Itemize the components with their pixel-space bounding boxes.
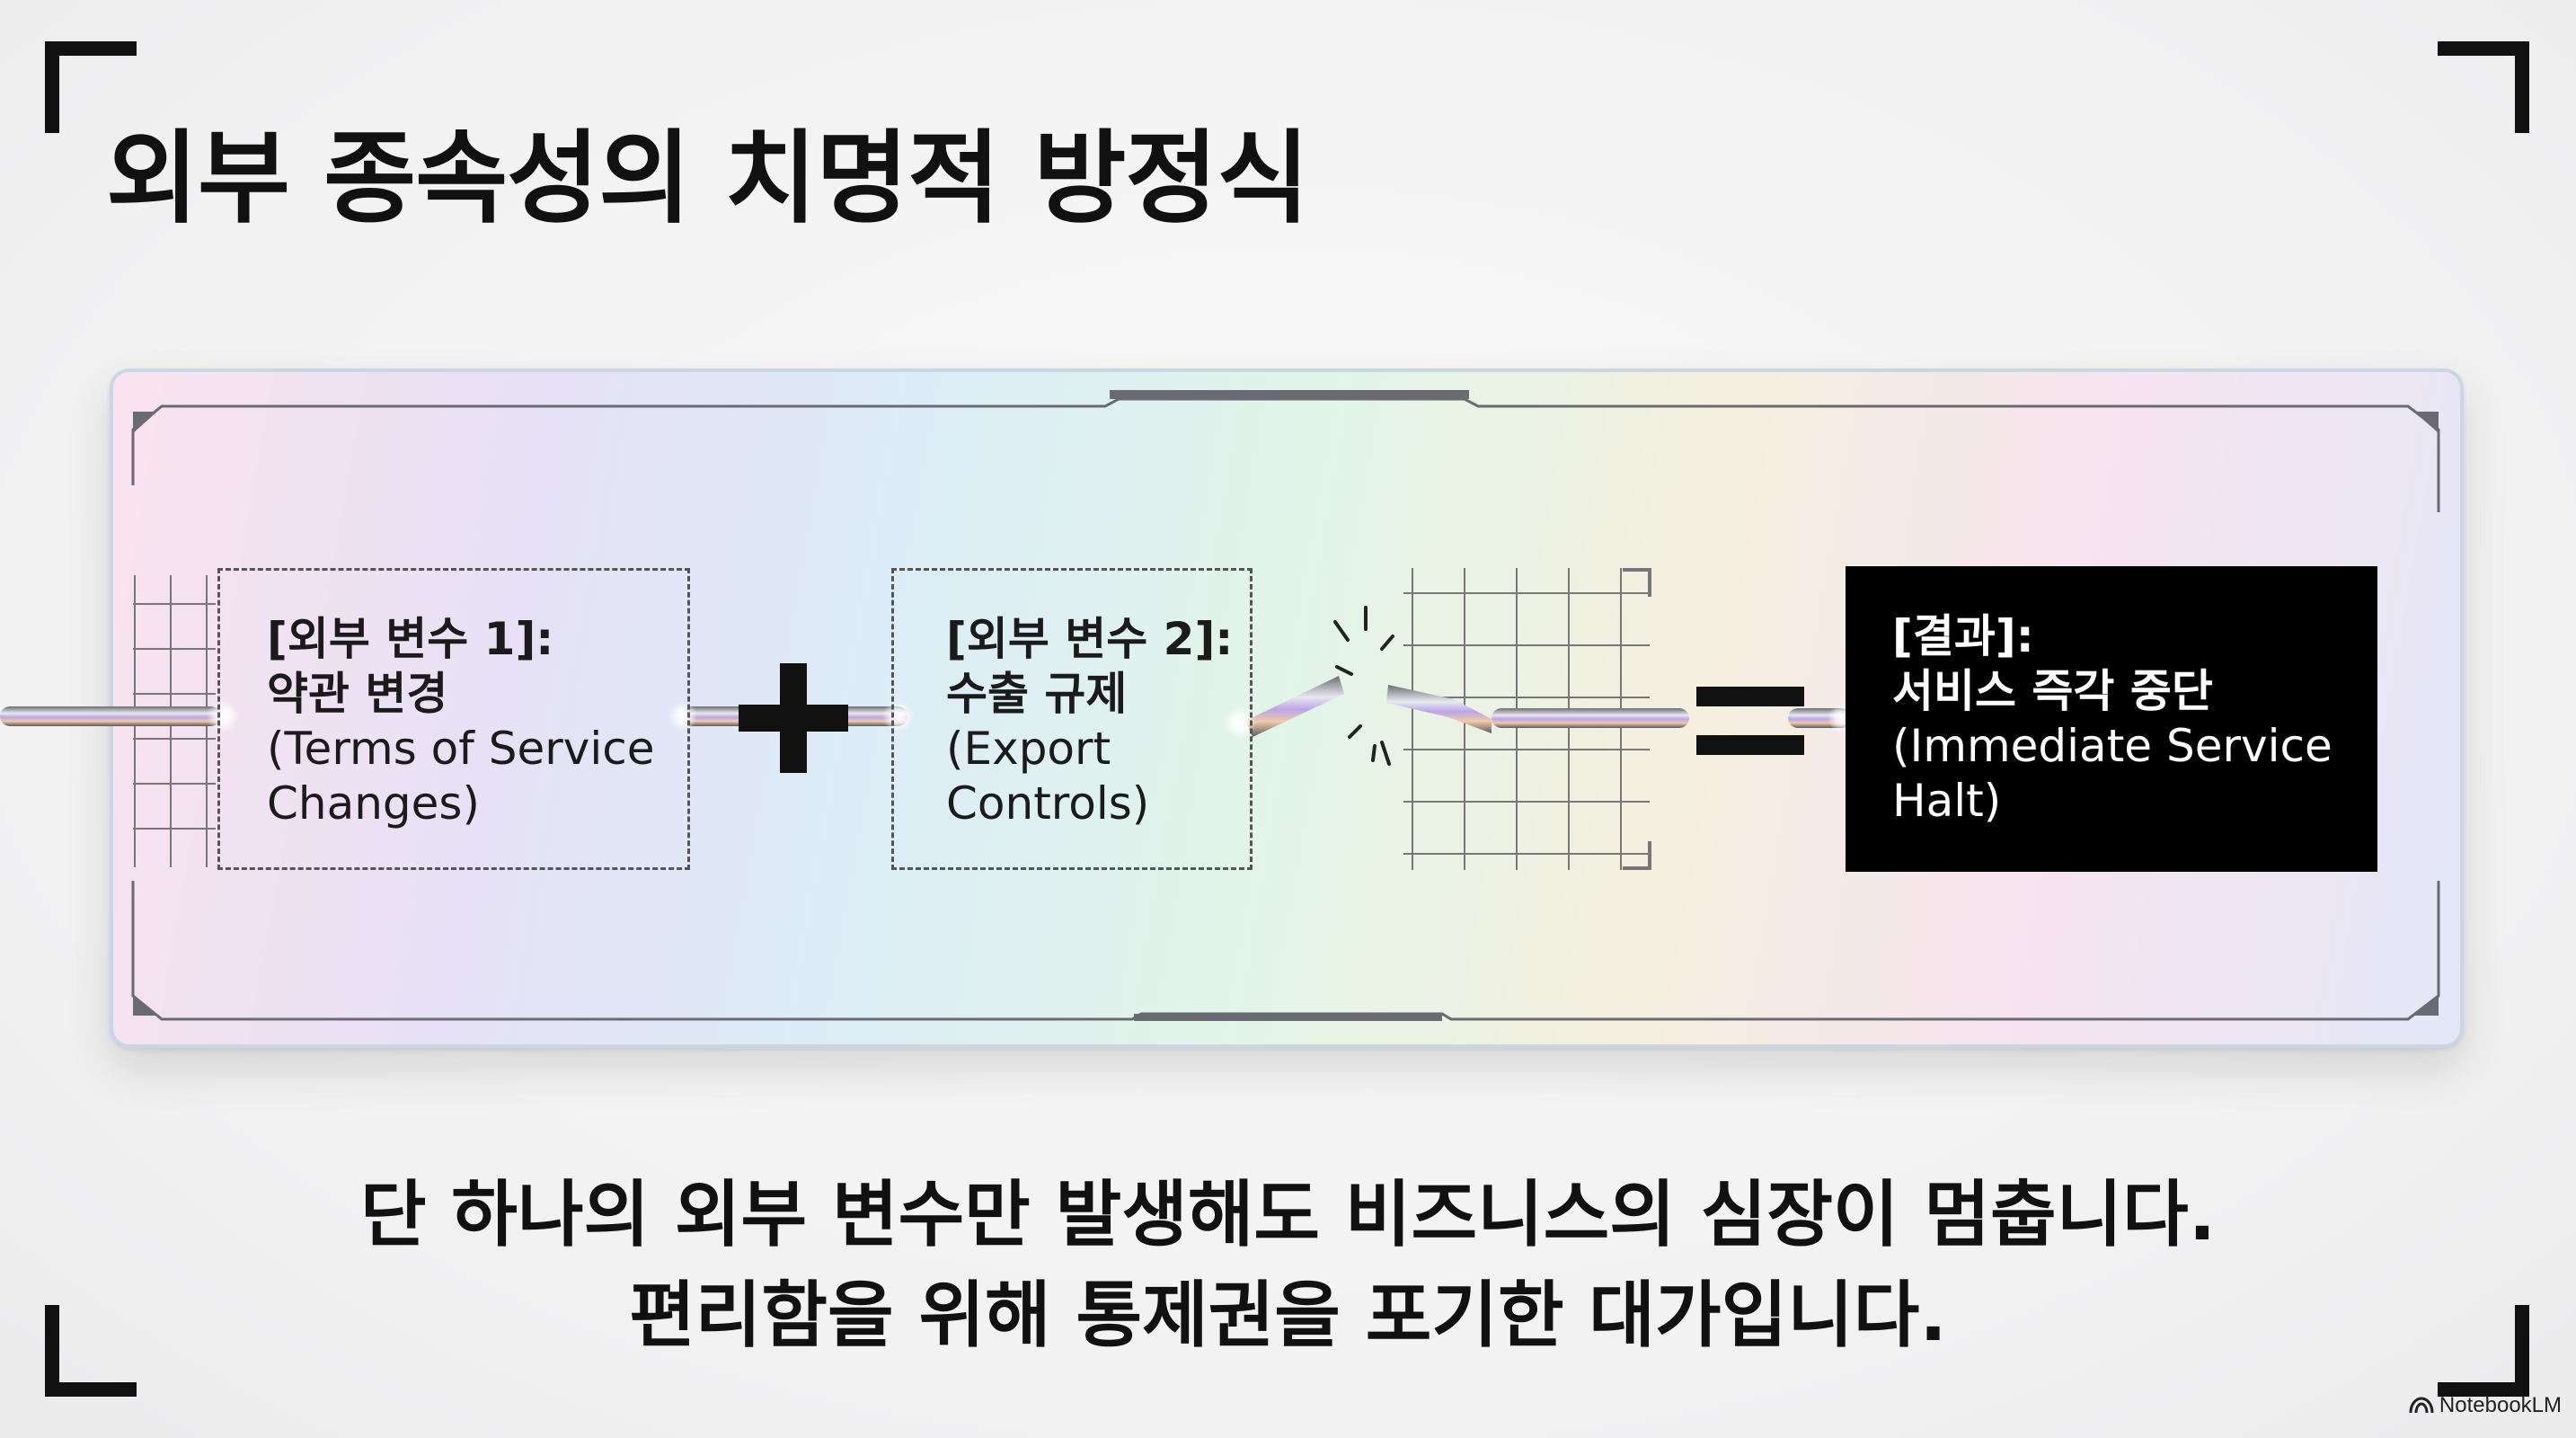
page-title: 외부 종속성의 치명적 방정식	[106, 120, 1309, 237]
frame-corner-bottom-left	[45, 1305, 137, 1397]
plus-operator-icon	[739, 663, 848, 773]
variable-2-label: [외부 변수 2]:	[946, 613, 1234, 665]
frame-corner-bottom-right	[2438, 1305, 2529, 1397]
footer-line-1: 단 하나의 외부 변수만 발생해도 비즈니스의 심장이 멈춥니다.	[359, 1173, 2217, 1256]
footer-line-2: 편리함을 위해 통제권을 포기한 대가입니다.	[629, 1274, 1947, 1357]
variable-2-english: (Export Controls)	[946, 723, 1150, 830]
variable-2-box: [외부 변수 2]: 수출 규제 (Export Controls)	[891, 568, 1253, 870]
frame-notches	[133, 390, 2439, 1021]
frame-corner-top-right	[2438, 41, 2529, 133]
broken-link-spark-icon	[1333, 606, 1394, 766]
variable-1-english: (Terms of Service Changes)	[267, 723, 655, 830]
notebooklm-logo-icon	[2409, 1397, 2434, 1414]
variable-1-box: [외부 변수 1]: 약관 변경 (Terms of Service Chang…	[217, 568, 690, 870]
result-korean: 서비스 즉각 중단	[1892, 665, 2213, 717]
result-english: (Immediate Service Halt)	[1892, 720, 2333, 827]
brand-name: NotebookLM	[2439, 1393, 2562, 1417]
variable-1-korean: 약관 변경	[267, 668, 448, 720]
frame-corner-top-left	[45, 41, 137, 133]
variable-2-korean: 수출 규제	[946, 668, 1128, 720]
equals-operator-icon	[1696, 687, 1804, 755]
brand-watermark: NotebookLM	[2409, 1393, 2562, 1418]
result-box: [결과]: 서비스 즉각 중단 (Immediate Service Halt)	[1846, 566, 2377, 872]
variable-1-label: [외부 변수 1]:	[267, 613, 554, 665]
result-label: [결과]:	[1892, 610, 2034, 662]
